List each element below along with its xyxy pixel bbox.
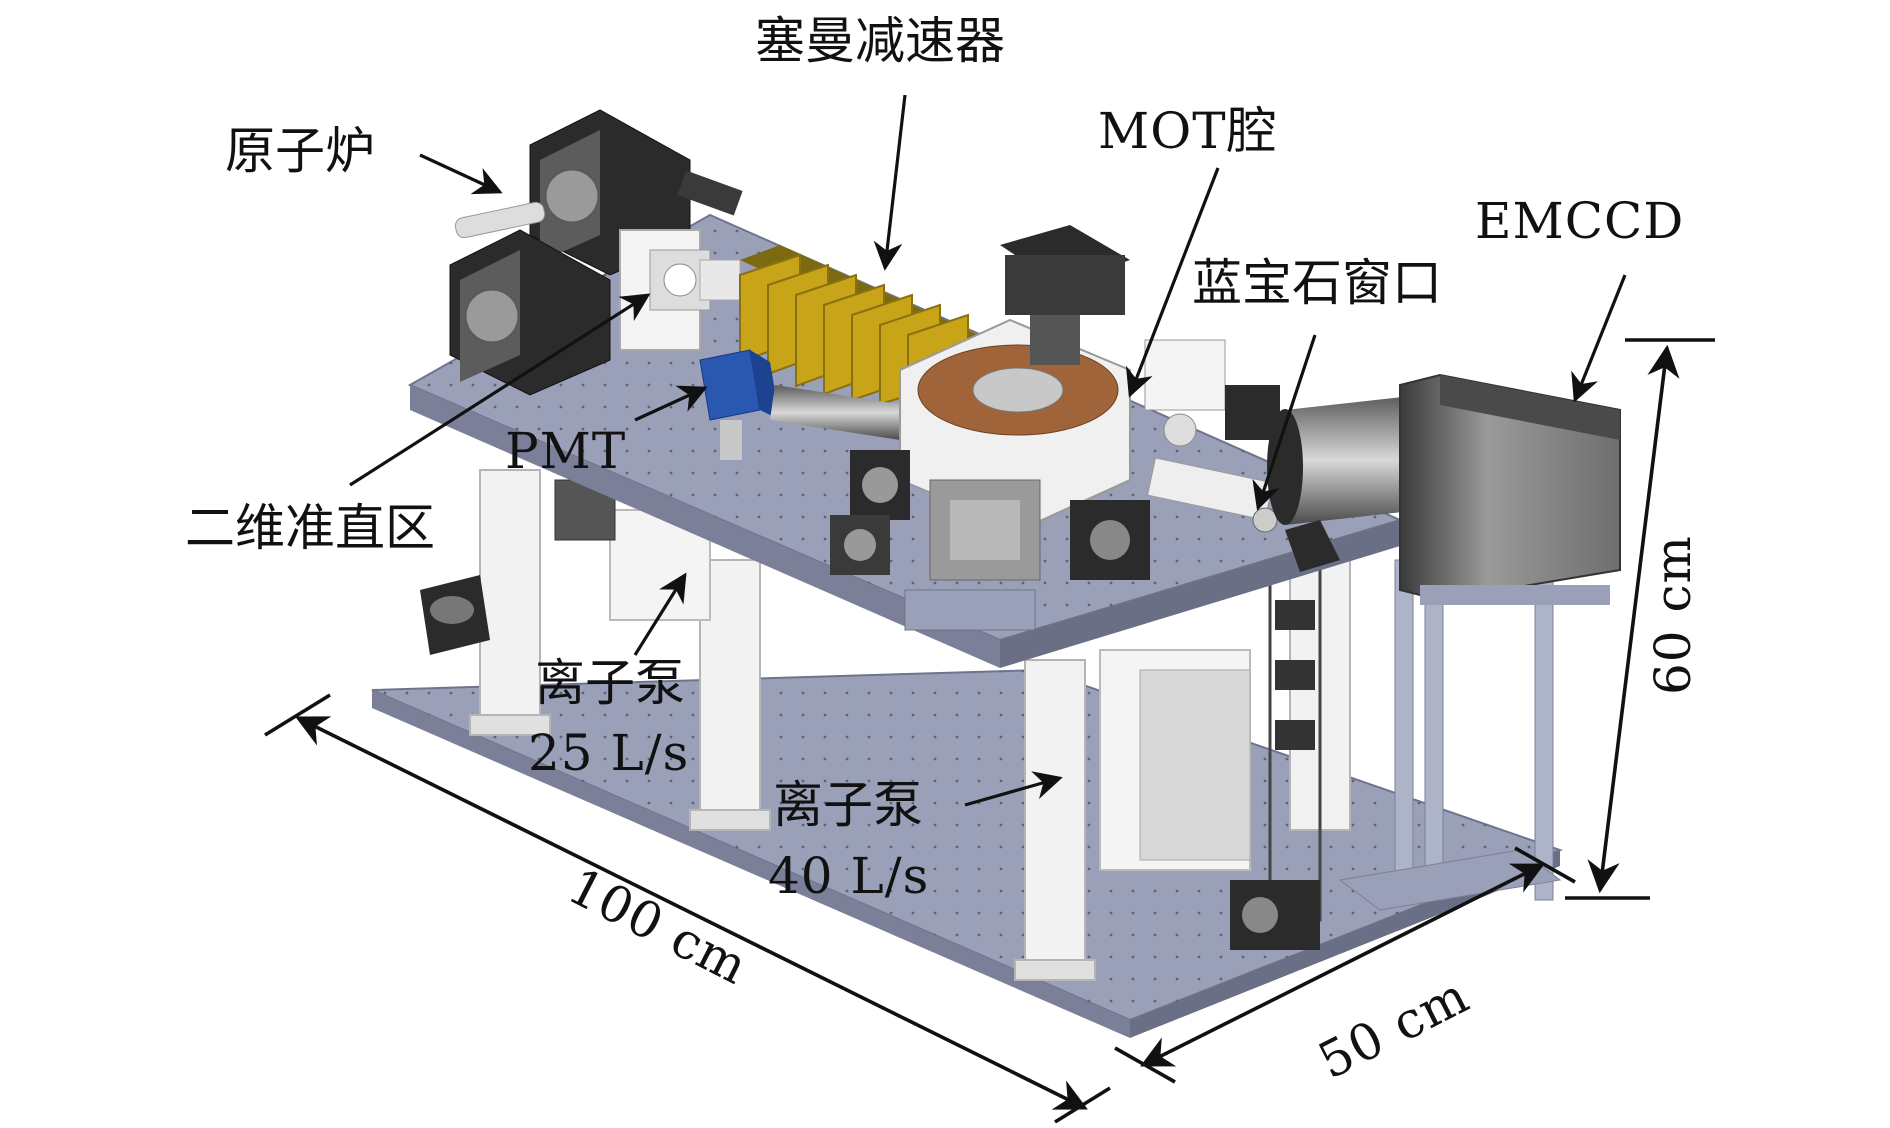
arrow-emccd	[1571, 274, 1627, 403]
cage-top-mount	[1285, 520, 1340, 572]
arrow-zeeman	[873, 94, 907, 271]
ion-pump-large	[1099, 649, 1251, 871]
label-dim-height: 60 cm	[1644, 535, 1702, 695]
dim-width-line	[1140, 863, 1545, 1067]
pmt-detector	[699, 349, 905, 460]
label-dim-width: 50 cm	[1309, 966, 1478, 1090]
label-sapphire: 蓝宝石窗口	[1192, 254, 1442, 312]
label-pump-large: 离子泵	[773, 776, 923, 834]
arrow-sapphire	[1252, 334, 1317, 511]
arrow-mot	[1125, 167, 1220, 398]
ion-pump-small	[554, 479, 711, 621]
label-pmt: PMT	[505, 422, 626, 480]
label-zeeman: 塞曼减速器	[755, 12, 1005, 70]
arrow-pmt	[634, 385, 708, 422]
collimation-frame	[619, 229, 741, 351]
label-mot: MOT腔	[1098, 102, 1278, 160]
arrow-pump-small	[633, 572, 687, 656]
label-pump-small: 离子泵	[535, 654, 685, 712]
label-pump-large-speed: 40 L/s	[768, 847, 929, 905]
mot-chamber	[899, 225, 1278, 533]
lower-mirror-mount	[420, 575, 490, 655]
label-oven: 原子炉	[225, 122, 375, 180]
label-emccd: EMCCD	[1475, 192, 1684, 250]
label-dim-length: 100 cm	[559, 857, 757, 996]
dimension-lines	[264, 338, 1715, 1124]
label-collimation: 二维准直区	[185, 499, 435, 557]
arrow-collimation	[349, 293, 651, 487]
dim-height-line	[1587, 344, 1680, 894]
arrow-oven	[419, 153, 503, 195]
dim-length-line	[295, 716, 1088, 1110]
mot-optics-mounts	[830, 385, 1280, 631]
label-pump-small-speed: 25 L/s	[528, 724, 689, 782]
emccd-camera	[1267, 373, 1621, 605]
